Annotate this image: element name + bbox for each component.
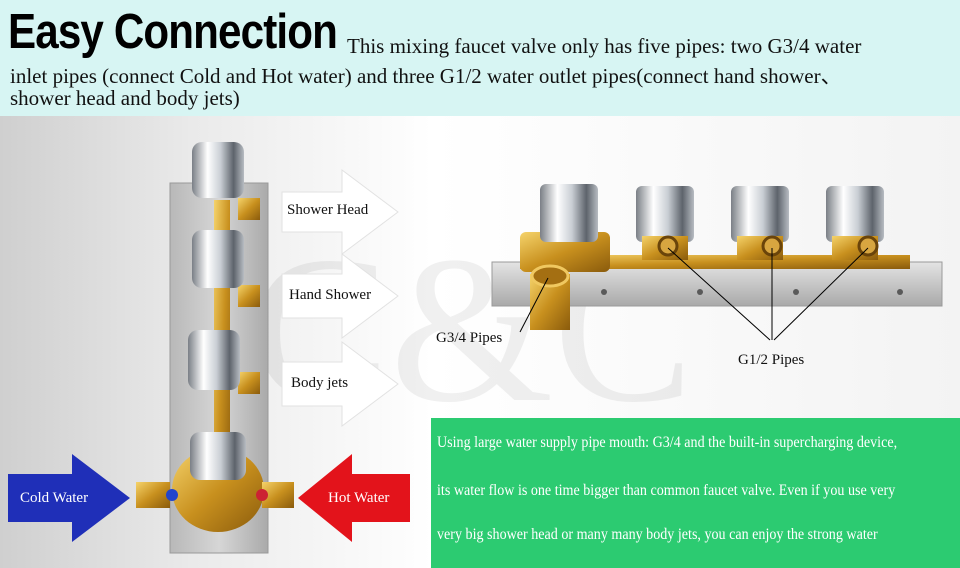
vertical-valve (136, 142, 294, 554)
body-jets-label: Body jets (291, 375, 349, 391)
hand-shower-label: Hand Shower (289, 287, 372, 303)
info-line-1: Using large water supply pipe mouth: G3/… (437, 434, 898, 451)
cold-water-arrow-icon (8, 454, 130, 542)
header-banner: Easy Connection This mixing faucet valve… (0, 0, 960, 116)
g34-pipes-label: G3/4 Pipes (436, 330, 503, 346)
arrow-right-icon (281, 169, 399, 255)
hot-water-arrow-icon (298, 454, 410, 542)
description-line-1: This mixing faucet valve only has five p… (347, 34, 862, 58)
cold-water-label: Cold Water (20, 490, 89, 506)
info-line-2: its water flow is one time bigger than c… (437, 482, 896, 499)
callout-line (667, 247, 771, 341)
arrow-right-icon (281, 253, 399, 339)
hot-water-label: Hot Water (328, 490, 390, 506)
page-title: Easy Connection (8, 5, 338, 59)
shower-head-label: Shower Head (287, 202, 369, 218)
horizontal-valve (491, 184, 943, 330)
watermark-logo: C&C (250, 214, 693, 446)
g12-pipes-label: G1/2 Pipes (738, 352, 805, 368)
callout-line (519, 277, 549, 333)
description-line-3: shower head and body jets) (10, 86, 240, 110)
arrow-right-icon (281, 341, 399, 427)
info-box: Using large water supply pipe mouth: G3/… (431, 418, 960, 568)
description-line-2: inlet pipes (connect Cold and Hot water)… (10, 64, 842, 88)
callout-line (773, 247, 869, 341)
info-line-3: very big shower head or many many body j… (437, 526, 878, 543)
